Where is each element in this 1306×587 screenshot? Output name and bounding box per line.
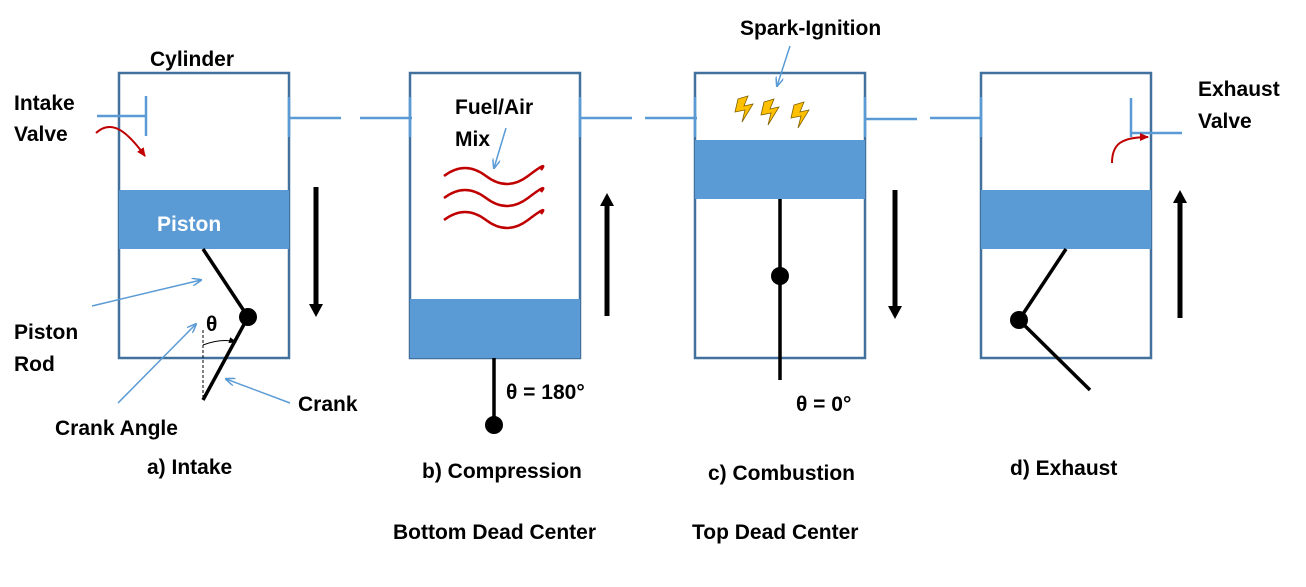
piston-label: Piston <box>157 213 221 236</box>
crank-angle-pointer <box>117 324 196 404</box>
piston-rod-a <box>201 248 250 318</box>
crank-angle-arc <box>202 337 237 346</box>
piston-c <box>695 140 865 199</box>
fuel-air-label-2: Mix <box>455 128 490 151</box>
stage-caption-a: a) Intake <box>147 456 232 479</box>
crank-pin-d <box>1010 311 1028 329</box>
cylinder-label: Cylinder <box>150 48 234 71</box>
spark-ignition-label: Spark-Ignition <box>740 17 881 40</box>
crank-angle-label: Crank Angle <box>55 417 178 440</box>
crank-pointer <box>226 379 291 404</box>
stage-subcaption-c: Top Dead Center <box>692 521 858 544</box>
up-arrow-b <box>600 193 614 206</box>
fuel-wave-1 <box>443 164 545 186</box>
stage-caption-d: d) Exhaust <box>1010 457 1117 480</box>
piston-d <box>981 190 1151 249</box>
piston-rod-label-1: Piston <box>14 321 78 344</box>
piston-rod-d <box>1017 248 1068 321</box>
crank-d <box>1017 318 1092 392</box>
stage-caption-c: c) Combustion <box>708 462 855 485</box>
intake-valve-label-1: Intake <box>14 92 75 115</box>
theta-label: θ <box>206 313 217 336</box>
intake-flow-arrow <box>95 125 146 157</box>
intake-valve-label-2: Valve <box>14 123 68 146</box>
crank-label: Crank <box>298 393 358 416</box>
piston-a <box>119 190 289 249</box>
fuel-air-pointer <box>494 127 507 168</box>
down-arrow-c <box>888 306 902 319</box>
intake-stage <box>95 71 341 401</box>
up-arrow-d <box>1173 190 1187 203</box>
exhaust-valve-label-1: Exhaust <box>1198 78 1280 101</box>
crank-pin-c <box>771 267 789 285</box>
compression-stage <box>360 71 632 434</box>
crank-pin-b <box>485 416 503 434</box>
stage-subcaption-b: Bottom Dead Center <box>393 521 596 544</box>
fuel-air-label-1: Fuel/Air <box>455 96 533 119</box>
combustion-stage <box>645 45 917 380</box>
exhaust-stage <box>930 71 1187 392</box>
piston-rod-pointer <box>91 280 201 307</box>
theta-180-label: θ = 180° <box>506 381 585 404</box>
stage-caption-b: b) Compression <box>422 460 582 483</box>
piston-rod-label-2: Rod <box>14 353 55 376</box>
fuel-wave-3 <box>443 208 545 230</box>
piston-b <box>410 299 580 358</box>
fuel-wave-2 <box>443 186 545 208</box>
down-arrow-a <box>309 304 323 317</box>
exhaust-valve-label-2: Valve <box>1198 110 1252 133</box>
spark-icons <box>734 95 810 129</box>
theta-0-label: θ = 0° <box>796 393 851 416</box>
crank-a <box>201 316 250 401</box>
spark-pointer <box>777 45 791 86</box>
crank-pin-a <box>239 308 257 326</box>
exhaust-flow-arrow <box>1111 133 1149 164</box>
